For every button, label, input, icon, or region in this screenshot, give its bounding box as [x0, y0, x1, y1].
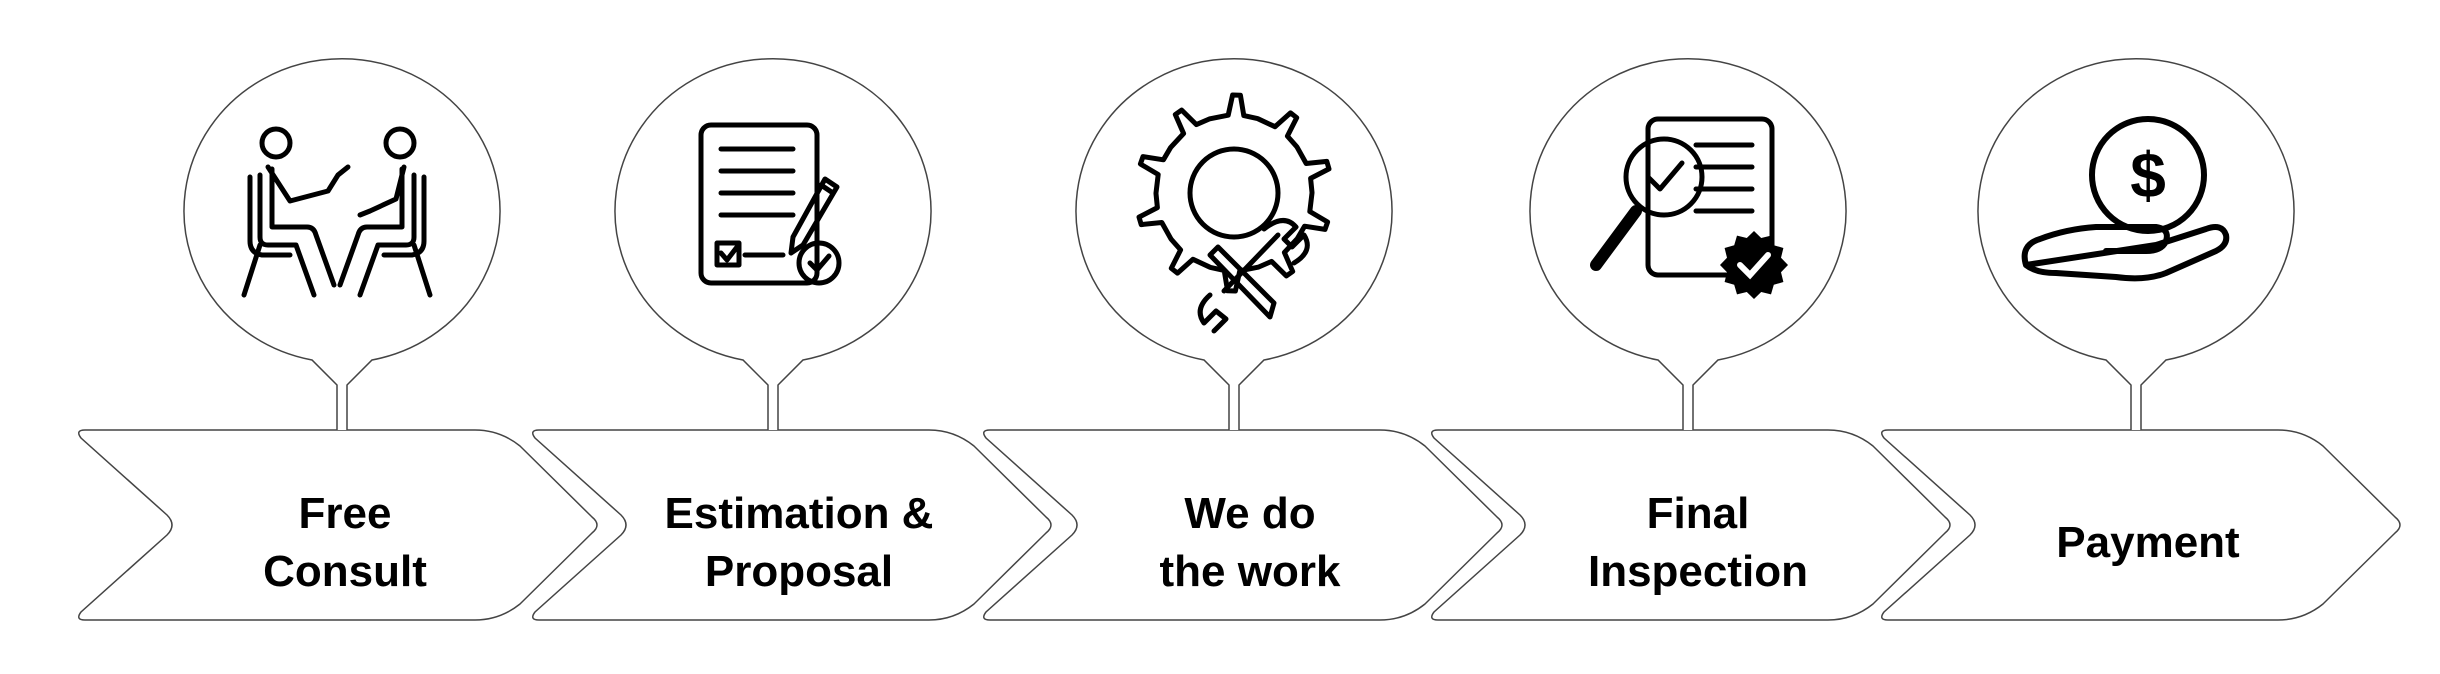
step-label-line: Free: [298, 489, 392, 538]
payment-icon: $: [2021, 116, 2230, 282]
chevron-shape: [1431, 429, 1951, 621]
consultation-icon: [241, 126, 433, 298]
step-label: Estimation & Proposal: [579, 430, 1019, 656]
chevron-shape: [78, 429, 598, 621]
icon-bubble: [1529, 58, 1847, 430]
step-label-line: Final: [1646, 489, 1750, 538]
chevron-shape: [983, 429, 1503, 621]
step-label-line: Estimation &: [664, 489, 934, 538]
svg-text:$: $: [2130, 139, 2166, 211]
chevron-shape: [1881, 429, 2401, 621]
icon-bubble: [614, 58, 932, 430]
step-label-line: Consult: [263, 547, 427, 596]
document-pencil-icon: [698, 122, 842, 286]
chevron-shape: [532, 429, 1052, 621]
step-1: [78, 58, 598, 621]
step-label-line: Proposal: [704, 547, 894, 596]
step-label: We do the work: [1030, 430, 1470, 656]
step-label-line: Inspection: [1587, 547, 1809, 596]
step-label-line: We do: [1184, 489, 1316, 538]
step-4: [1431, 58, 1951, 621]
step-label-line: Payment: [2056, 518, 2240, 567]
gear-tools-icon: [1136, 92, 1332, 334]
inspection-icon: [1590, 116, 1788, 299]
step-3: [983, 58, 1503, 621]
step-label-line: the work: [1159, 547, 1341, 596]
step-2: [532, 58, 1052, 621]
step-label: Payment: [1928, 430, 2368, 656]
icon-bubble: [1075, 58, 1393, 430]
icon-bubble: [183, 58, 501, 430]
icon-bubble: [1977, 58, 2295, 430]
step-5: $: [1881, 58, 2401, 621]
